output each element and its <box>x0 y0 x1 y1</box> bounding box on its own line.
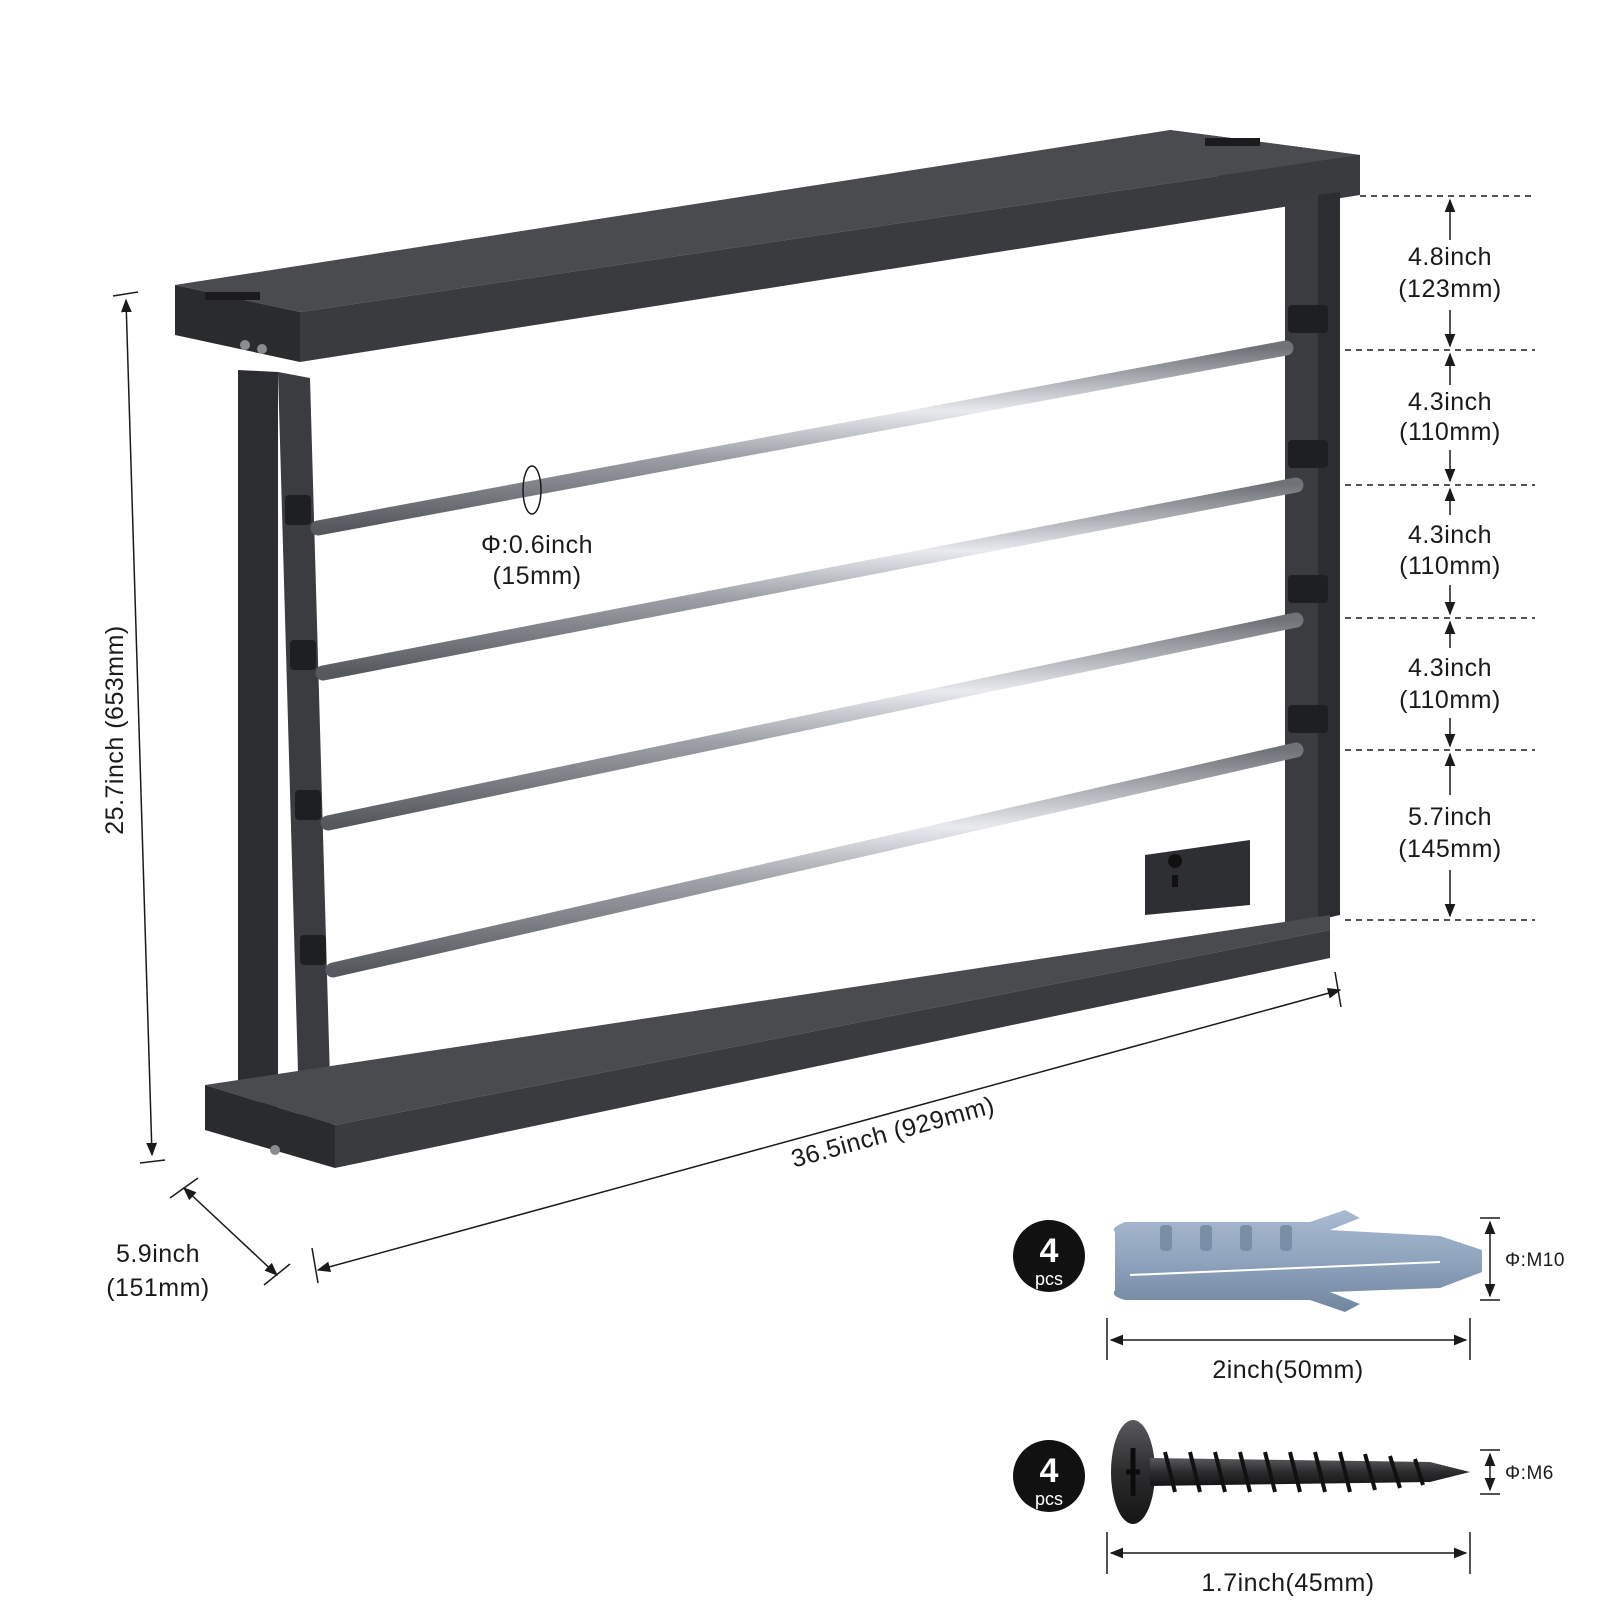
spacing-label-line2: (110mm) <box>1399 418 1501 446</box>
spacing-label-line1: 4.3inch <box>1408 654 1492 682</box>
keyhole-icon <box>1168 854 1183 887</box>
spacing-label-line2: (123mm) <box>1398 275 1502 303</box>
rod-3 <box>320 612 1304 831</box>
top-right-end-slot <box>1205 138 1260 146</box>
bottom-left-end <box>205 1085 335 1168</box>
spacing-label-line1: 4.3inch <box>1408 521 1492 549</box>
right-rod-notches <box>1288 305 1328 733</box>
height-dimension: 25.7inch (653mm) <box>101 291 166 1164</box>
rod-2 <box>315 477 1304 681</box>
rod-diameter-marker <box>522 465 542 515</box>
screw-diameter-label: Φ:M6 <box>1505 1463 1554 1484</box>
spacing-label-line2: (145mm) <box>1398 835 1502 863</box>
left-rod-notches <box>285 495 326 965</box>
right-post-side <box>1318 192 1340 920</box>
hardware-screw: 4 pcs Φ:M6 1.7inch(45mm) <box>1013 1420 1554 1597</box>
quantity-badge-unit: pcs <box>1035 1269 1063 1289</box>
screw-shank-icon <box>1150 1458 1470 1486</box>
top-rail-top <box>175 130 1360 312</box>
anchor-slit <box>1129 1261 1441 1276</box>
screw-length-label: 1.7inch(45mm) <box>1201 1569 1374 1597</box>
depth-label-line2: (151mm) <box>106 1274 210 1302</box>
spacing-label-line1: 4.3inch <box>1408 388 1492 416</box>
anchor-diameter-label: Φ:M10 <box>1505 1250 1565 1271</box>
rod-1 <box>310 340 1294 536</box>
quantity-badge <box>1013 1440 1085 1512</box>
bolt-icon <box>270 1145 280 1155</box>
bolt-icon <box>240 340 250 350</box>
right-post-front <box>1285 195 1318 925</box>
phillips-cross-icon <box>1126 1448 1140 1496</box>
left-post-side <box>238 370 278 1120</box>
bolt-icon <box>257 344 267 354</box>
depth-label-line1: 5.9inch <box>116 1240 200 1268</box>
anchor-ribs <box>1160 1225 1292 1251</box>
hardware-anchor: 4 pcs Φ:M10 2inch(50mm) <box>1013 1210 1565 1384</box>
wall-bracket <box>1145 840 1250 915</box>
rod-diameter-label-line2: (15mm) <box>492 562 581 590</box>
quantity-badge-count: 4 <box>1040 1232 1059 1270</box>
bottom-rail-top <box>205 915 1330 1125</box>
anchor-length-label: 2inch(50mm) <box>1212 1356 1363 1384</box>
spacing-dimensions: 4.8inch (123mm) 4.3inch (110mm) 4.3inch … <box>1345 195 1535 921</box>
height-label: 25.7inch (653mm) <box>101 625 129 834</box>
top-left-end-slot <box>205 292 260 300</box>
quantity-badge <box>1013 1220 1085 1292</box>
rods <box>310 340 1304 978</box>
left-post-front <box>278 372 332 1150</box>
quantity-badge-unit: pcs <box>1035 1489 1063 1509</box>
spacing-label-line2: (110mm) <box>1399 552 1501 580</box>
spacing-label-line1: 5.7inch <box>1408 803 1492 831</box>
rod-diameter-label-line1: Φ:0.6inch <box>481 531 593 559</box>
spacing-label-line1: 4.8inch <box>1408 243 1492 271</box>
spacing-label-line2: (110mm) <box>1399 686 1501 714</box>
quantity-badge-count: 4 <box>1040 1452 1059 1490</box>
top-left-end <box>175 285 300 362</box>
rod-4 <box>325 742 1304 978</box>
depth-dimension: 5.9inch (151mm) <box>106 1177 291 1302</box>
screw-threads <box>1163 1451 1425 1493</box>
top-rail-front <box>300 155 1360 362</box>
